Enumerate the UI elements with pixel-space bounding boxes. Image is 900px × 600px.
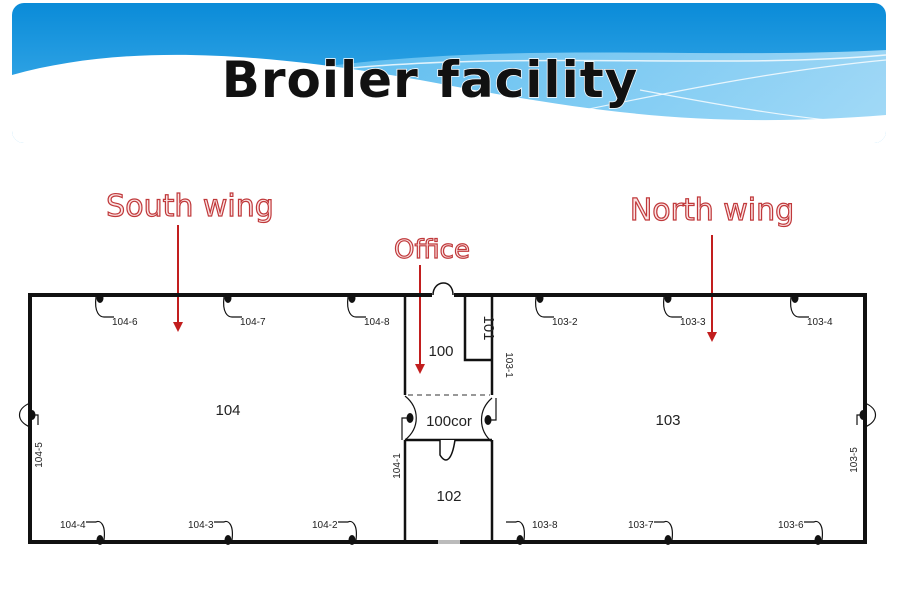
door-label: 104-3 bbox=[188, 520, 214, 531]
door-104-3: 104-3 bbox=[188, 520, 233, 545]
north-wing-arrowhead bbox=[707, 332, 717, 342]
door-swing-icon bbox=[663, 296, 682, 318]
room-104: 104 bbox=[215, 402, 240, 419]
doors: 104-6 104-7 104-8 103-2 103-3 103-4 104-4 104-3… bbox=[18, 293, 877, 545]
outer-walls bbox=[28, 293, 867, 544]
door-label: 103-1 bbox=[503, 352, 514, 378]
door-hinge-icon bbox=[348, 535, 356, 545]
door-hinge-icon bbox=[859, 410, 867, 420]
door-label: 103-3 bbox=[680, 317, 706, 328]
door-hinge-icon bbox=[536, 293, 544, 303]
door-label: 103-2 bbox=[552, 317, 578, 328]
door-hinge-icon bbox=[664, 293, 672, 303]
door-104-7: 104-7 bbox=[223, 293, 266, 328]
room-101-walls bbox=[463, 295, 492, 362]
door-hinge-icon bbox=[484, 415, 492, 425]
door-swing-icon bbox=[338, 520, 357, 541]
room-102: 102 bbox=[436, 488, 461, 505]
door-swing-icon bbox=[654, 520, 673, 541]
office-label: Office bbox=[394, 235, 470, 265]
door-104-2: 104-2 bbox=[312, 520, 357, 545]
door-103-4: 103-4 bbox=[790, 293, 833, 328]
slide-title: Broiler facility bbox=[222, 51, 638, 109]
south-wing-arrowhead bbox=[173, 322, 183, 332]
door-label: 104-8 bbox=[364, 317, 390, 328]
door-label: 103-6 bbox=[778, 520, 804, 531]
office-walls bbox=[403, 295, 494, 542]
door-label: 104-6 bbox=[112, 317, 138, 328]
door-label: 104-1 bbox=[392, 453, 403, 479]
room-101: 101 bbox=[480, 315, 497, 340]
door-swing-icon bbox=[347, 296, 366, 318]
door-swing-icon bbox=[214, 520, 233, 541]
office-arrowhead bbox=[415, 364, 425, 374]
floor-plan: 104-6 104-7 104-8 103-2 103-3 103-4 104-4 104-3… bbox=[18, 282, 877, 545]
door-swing-icon bbox=[790, 296, 809, 318]
door-104-1: 104-1 bbox=[392, 395, 417, 479]
door-103-6: 103-6 bbox=[778, 520, 823, 545]
door-label: 104-2 bbox=[312, 520, 338, 531]
room-100: 100 bbox=[428, 343, 453, 360]
door-label: 104-5 bbox=[34, 442, 45, 468]
north-wing-label: North wing bbox=[630, 193, 794, 228]
door-103-3: 103-3 bbox=[663, 293, 706, 328]
header-banner bbox=[12, 3, 886, 143]
room-103: 103 bbox=[655, 412, 680, 429]
office-entry-door bbox=[432, 282, 454, 296]
door-hinge-icon bbox=[814, 535, 822, 545]
door-104-6: 104-6 bbox=[95, 293, 138, 328]
door-hinge-icon bbox=[224, 535, 232, 545]
door-104-5: 104-5 bbox=[18, 402, 45, 468]
arrows bbox=[173, 225, 717, 374]
door-label: 103-4 bbox=[807, 317, 833, 328]
south-wing-label: South wing bbox=[106, 189, 274, 224]
door-label: 103-5 bbox=[849, 447, 860, 473]
door-103-7: 103-7 bbox=[628, 520, 673, 545]
door-104-8: 104-8 bbox=[347, 293, 390, 328]
door-label: 104-4 bbox=[60, 520, 86, 531]
door-label: 103-8 bbox=[532, 520, 558, 531]
door-103-5: 103-5 bbox=[849, 402, 877, 473]
door-hinge-icon bbox=[791, 293, 799, 303]
door-swing-icon bbox=[95, 296, 114, 318]
room-100cor: 100cor bbox=[426, 413, 472, 430]
door-hinge-icon bbox=[348, 293, 356, 303]
door-hinge-icon bbox=[96, 535, 104, 545]
door-103-1: 103-1 bbox=[480, 352, 514, 443]
door-label: 104-7 bbox=[240, 317, 266, 328]
door-103-2: 103-2 bbox=[535, 293, 578, 328]
door-swing-icon bbox=[535, 296, 554, 318]
door-swing-icon bbox=[86, 520, 105, 541]
door-swing-icon bbox=[506, 520, 525, 541]
door-hinge-icon bbox=[516, 535, 524, 545]
room-102-door bbox=[439, 439, 456, 461]
door-hinge-icon bbox=[406, 413, 414, 423]
door-label: 103-7 bbox=[628, 520, 654, 531]
door-hinge-icon bbox=[224, 293, 232, 303]
door-hinge-icon bbox=[664, 535, 672, 545]
door-104-4: 104-4 bbox=[60, 520, 105, 545]
door-103-8: 103-8 bbox=[506, 520, 558, 545]
door-hinge-icon bbox=[28, 410, 36, 420]
door-swing-icon bbox=[223, 296, 242, 318]
door-hinge-icon bbox=[96, 293, 104, 303]
window bbox=[438, 540, 460, 544]
door-swing-icon bbox=[804, 520, 823, 541]
